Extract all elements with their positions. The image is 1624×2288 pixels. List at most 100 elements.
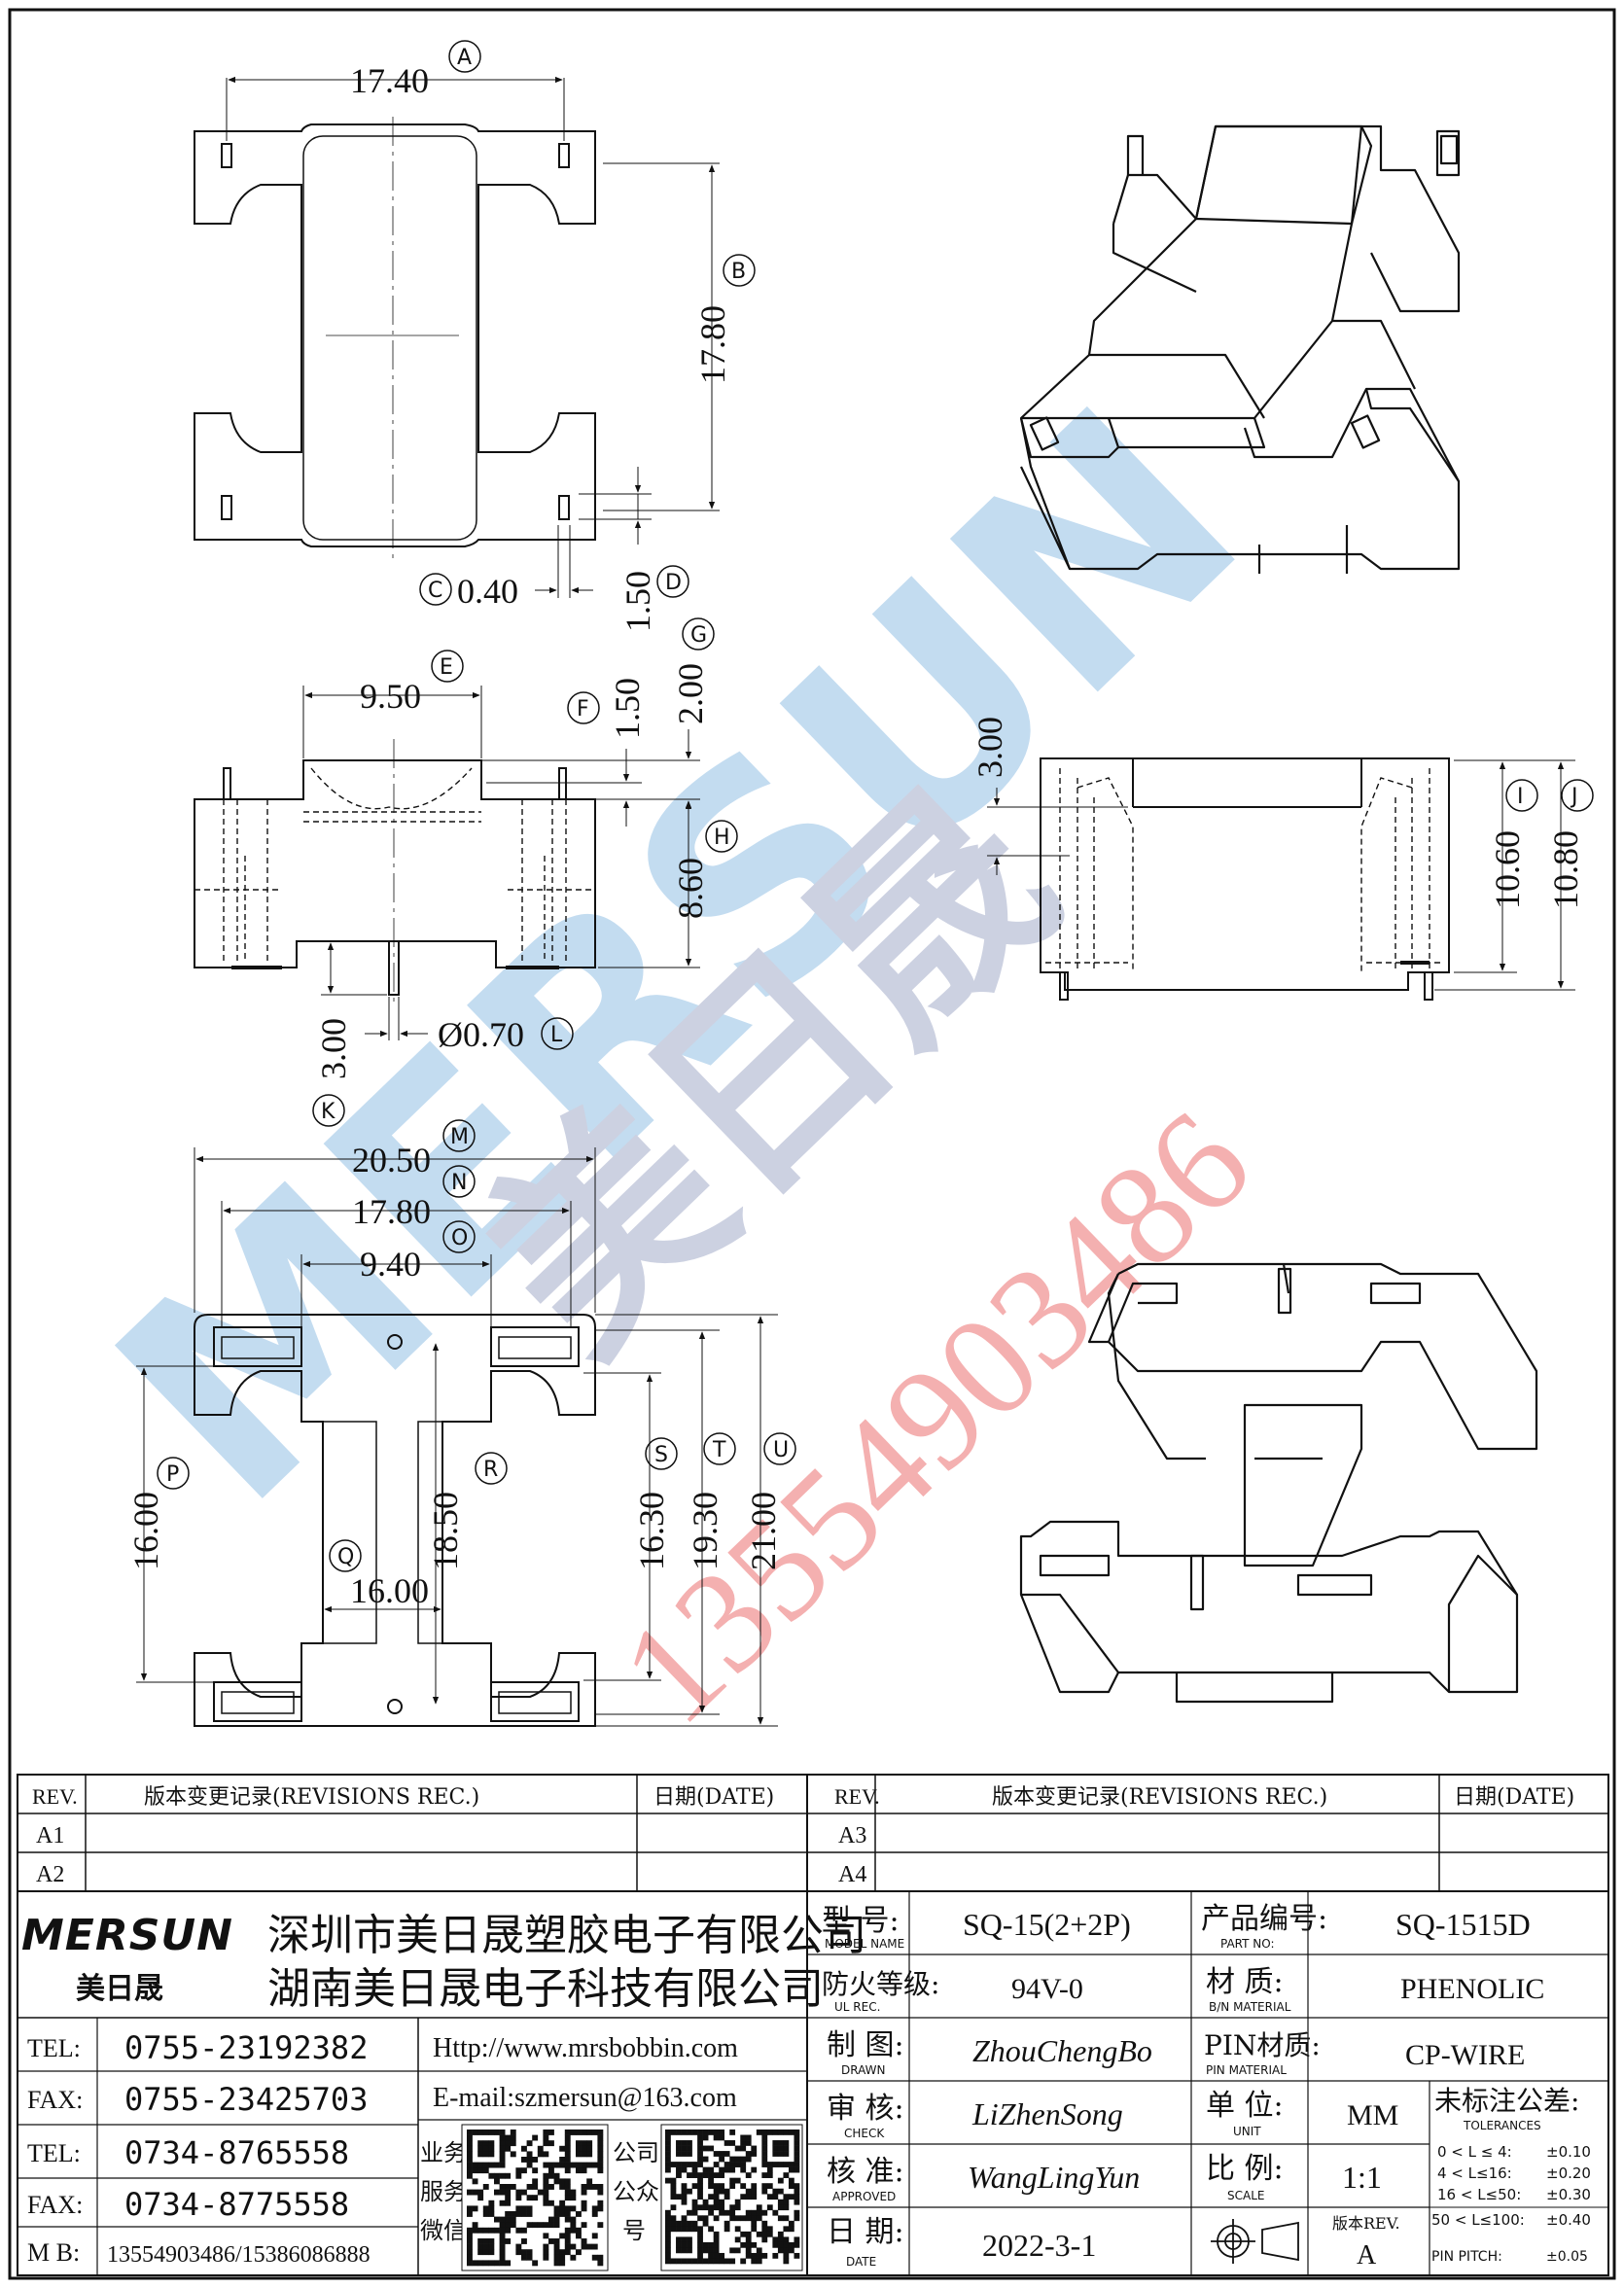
scale-value: 1:1 <box>1342 2160 1382 2195</box>
pin-value: CP-WIRE <box>1405 2039 1525 2071</box>
dim-O-mark: O <box>451 1226 468 1250</box>
contact-value-5: 13554903486/15386086888 <box>107 2242 371 2268</box>
contact-label-3: TEL: <box>27 2139 81 2167</box>
company-block: MERSUN 美日晟 深圳市美日晟塑胶电子有限公司 湖南美日晟电子科技有限公司 … <box>21 1911 866 2268</box>
rev-row-A2: A2 <box>36 1862 64 1887</box>
tol-range-4: 50 < L≤100: <box>1431 2211 1525 2229</box>
date-label-cn: 日 期: <box>827 2215 904 2249</box>
date-label-en: DATE <box>846 2255 876 2269</box>
dim-H-value: 8.60 <box>671 858 710 919</box>
tol-range-2: 4 < L≤16: <box>1437 2165 1512 2182</box>
front-view-labels: 9.50 E F 1.50 2.00 G H 8.60 3.00 K Ø0.70… <box>312 617 738 1127</box>
dim-F-value: 1.50 <box>608 678 647 739</box>
dim-G-value: 2.00 <box>671 663 710 724</box>
tol-value-4: ±0.40 <box>1546 2211 1591 2229</box>
dim-R-mark: R <box>483 1458 498 1482</box>
rev-date-header-left: 日期(DATE) <box>653 1785 774 1810</box>
dim-P-value: 16.00 <box>126 1492 165 1570</box>
rev-row-A3: A3 <box>838 1823 866 1848</box>
pin-label-en: PIN MATERIAL <box>1206 2063 1287 2077</box>
scale-label-cn: 比 例: <box>1206 2152 1284 2186</box>
dim-P-mark: P <box>166 1462 179 1487</box>
mat-label-en: B/N MATERIAL <box>1209 2000 1291 2014</box>
tol-range-3: 16 < L≤50: <box>1437 2186 1521 2203</box>
rev-header-left: REV. <box>32 1784 78 1809</box>
dim-R-value: 18.50 <box>426 1492 465 1570</box>
bottom-view-labels: 20.50 M 17.80 N 9.40 O P 16.00 Q 16.00 R… <box>126 1119 796 1610</box>
spec-block: 型 号: MODEL NAME SQ-15(2+2P) 产品编号: PART N… <box>822 1902 1591 2270</box>
tol-range-1: 0 < L ≤ 4: <box>1437 2143 1512 2161</box>
contact-label-5: M B: <box>27 2238 80 2267</box>
model-value: SQ-15(2+2P) <box>963 1907 1131 1942</box>
dim-K-value: 3.00 <box>314 1018 353 1079</box>
company-web: Http://www.mrsbobbin.com <box>433 2033 738 2063</box>
tol-range-5: PIN PITCH: <box>1431 2249 1502 2265</box>
title-block <box>17 1774 1609 2276</box>
dim-J-mark: J <box>1570 785 1578 809</box>
tol-value-1: ±0.10 <box>1546 2143 1591 2161</box>
dim-D-mark: D <box>665 571 682 595</box>
qr2-label-3: 号 <box>622 2217 646 2244</box>
ver-value: A <box>1357 2240 1377 2270</box>
unit-label-en: UNIT <box>1233 2125 1261 2138</box>
side-view-labels: 3.00 I 10.60 J 10.80 <box>971 717 1594 909</box>
bottom-view <box>136 1147 778 1727</box>
rev-header-right: REV. <box>834 1784 880 1809</box>
dim-L-mark: L <box>550 1023 563 1047</box>
ul-label-en: UL REC. <box>834 2000 880 2014</box>
company-name-2: 湖南美日晟电子科技有限公司 <box>267 1964 824 2014</box>
top-view-labels: 17.40 A 17.80 B C 0.40 1.50 D <box>350 40 756 632</box>
dim-N-mark: N <box>451 1171 467 1195</box>
drawn-label-en: DRAWN <box>841 2063 886 2077</box>
contact-value-1: 0755-23192382 <box>124 2029 368 2066</box>
company-name-1: 深圳市美日晟塑胶电子有限公司 <box>267 1911 866 1960</box>
dim-I-value: 10.60 <box>1488 830 1527 909</box>
dim-B-value: 17.80 <box>693 305 732 384</box>
dim-A-mark: A <box>457 46 472 70</box>
model-label-en: MODEL NAME <box>825 1937 904 1951</box>
contact-value-2: 0755-23425703 <box>124 2081 368 2118</box>
company-logo: MERSUN <box>21 1911 233 1960</box>
scale-label-en: SCALE <box>1227 2189 1264 2202</box>
date-value: 2022-3-1 <box>982 2228 1096 2263</box>
revision-table-right: REV. 版本变更记录(REVISIONS REC.) 日期(DATE) A3 … <box>834 1784 1574 1887</box>
dim-B-mark: B <box>731 260 746 284</box>
mat-value: PHENOLIC <box>1400 1973 1544 2005</box>
appr-label-cn: 核 准: <box>827 2155 904 2189</box>
projection-symbol-icon <box>1211 2219 1299 2264</box>
rev-date-header-right: 日期(DATE) <box>1454 1785 1574 1810</box>
tol-label-en: TOLERANCES <box>1463 2119 1541 2132</box>
dim-Q-mark: Q <box>337 1545 354 1569</box>
partno-label-en: PART NO: <box>1220 1937 1275 1951</box>
sheet-frame <box>8 8 1616 2280</box>
ver-label: 版本REV. <box>1332 2214 1400 2233</box>
dim-D-value: 1.50 <box>618 571 657 632</box>
dim-M-value: 20.50 <box>352 1141 431 1179</box>
ul-label-cn: 防火等级: <box>822 1968 939 2000</box>
pin-label-cn: PIN材质: <box>1204 2029 1321 2061</box>
qr-code-wechat <box>461 2124 609 2271</box>
dim-L-value: Ø0.70 <box>438 1015 524 1054</box>
dim-E-value: 9.50 <box>360 677 421 716</box>
iso-view-top <box>1019 124 1461 574</box>
drawn-value: ZhouChengBo <box>972 2033 1152 2068</box>
dim-U-value: 21.00 <box>744 1492 783 1570</box>
partno-label-cn: 产品编号: <box>1201 1902 1327 1936</box>
dim-pin-value: 3.00 <box>971 717 1009 778</box>
dim-J-value: 10.80 <box>1546 830 1585 909</box>
contact-value-3: 0734-8765558 <box>124 2134 349 2171</box>
watermark: MERSUN 美日晟 13554903486 <box>55 346 1302 1754</box>
unit-label-cn: 单 位: <box>1206 2089 1284 2123</box>
qr1-label-3: 微信 <box>420 2217 467 2244</box>
side-view <box>987 757 1575 1001</box>
dim-T-value: 19.30 <box>686 1492 724 1570</box>
tol-value-5: ±0.05 <box>1546 2249 1588 2265</box>
partno-value: SQ-1515D <box>1395 1907 1531 1942</box>
dim-A-value: 17.40 <box>350 61 429 100</box>
appr-value: WangLingYun <box>968 2160 1140 2195</box>
dim-S-value: 16.30 <box>632 1492 671 1570</box>
company-logo-cn: 美日晟 <box>76 1972 163 2006</box>
dim-M-mark: M <box>450 1125 469 1149</box>
tol-label-cn: 未标注公差: <box>1434 2085 1579 2117</box>
dim-I-mark: I <box>1517 785 1524 809</box>
